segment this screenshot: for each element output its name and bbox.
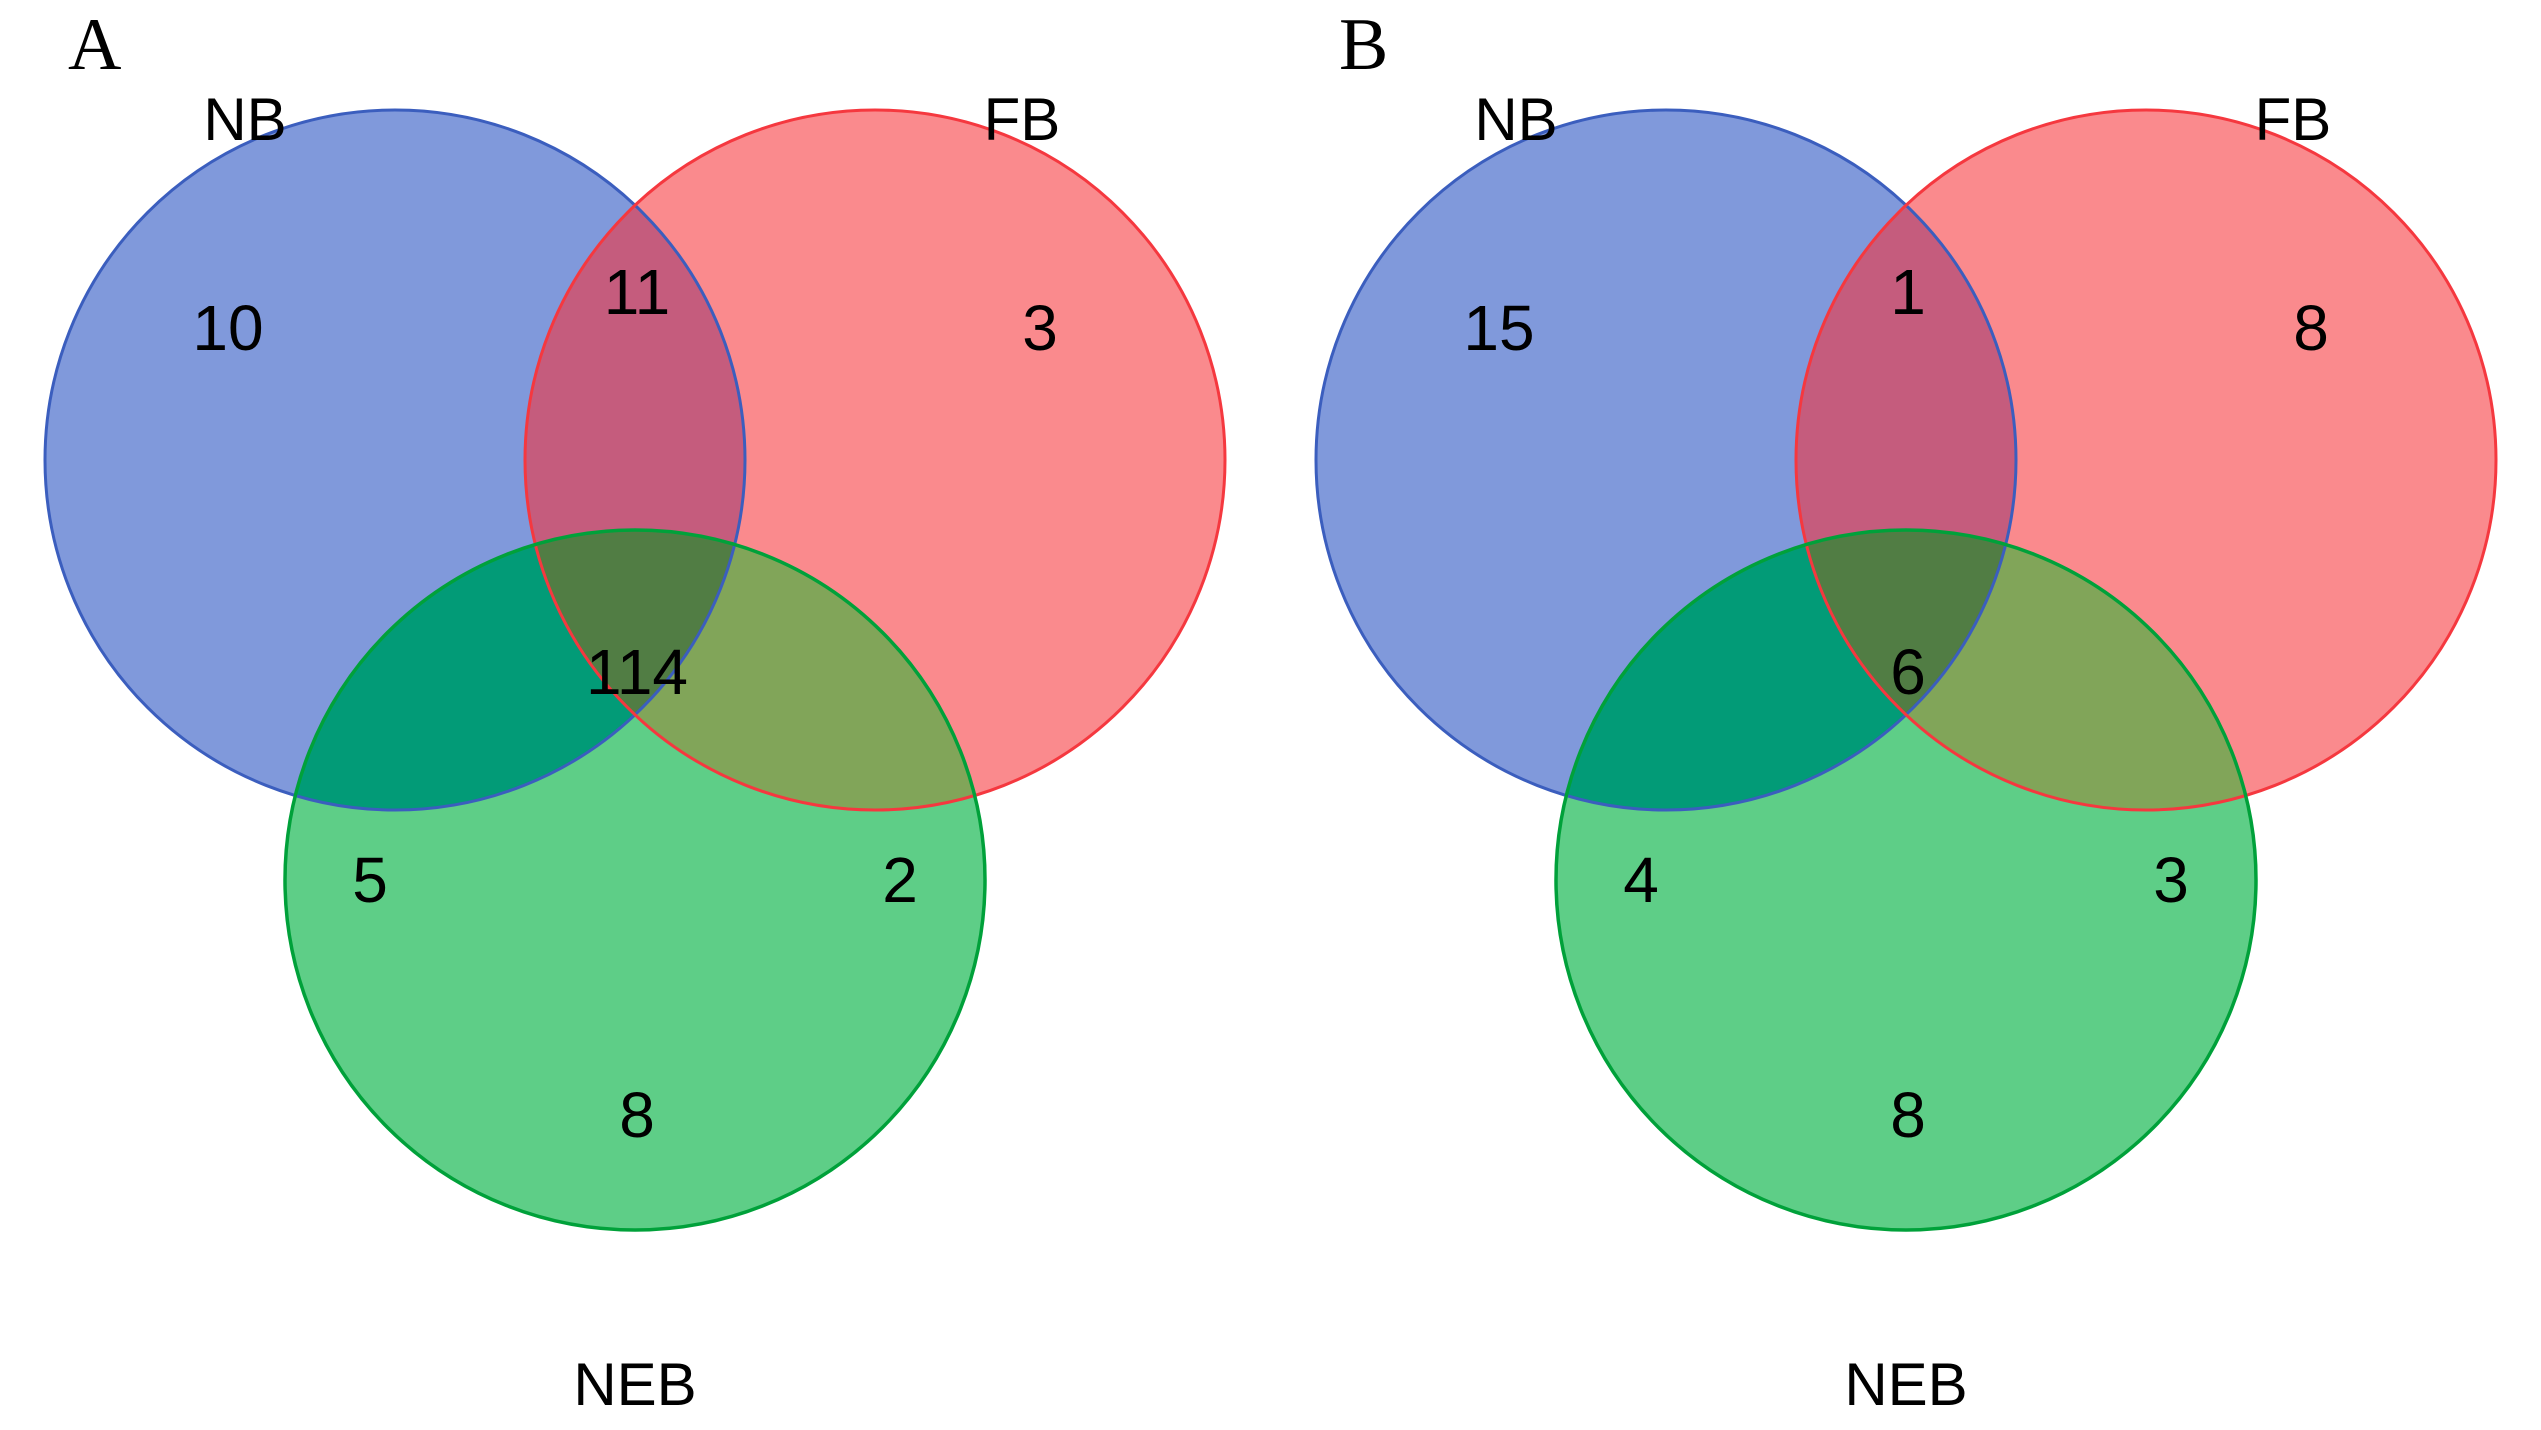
panel-letter-a: A	[68, 4, 122, 86]
count-fb-neb: 2	[882, 844, 918, 916]
count-nb-neb: 5	[352, 844, 388, 916]
set-label-fb: FB	[984, 86, 1061, 153]
count-neb-only: 8	[619, 1079, 655, 1151]
venn-diagram-b: NB FB NEB 15 8 1 6 4 3 8	[1314, 86, 2498, 1418]
set-outline-fb	[523, 108, 1227, 812]
count-nb-fb: 11	[604, 256, 670, 328]
count-neb-only: 8	[1890, 1079, 1926, 1151]
venn-panel-b: B	[1271, 0, 2541, 1430]
count-nb-only: 10	[192, 292, 263, 364]
set-label-nb: NB	[1474, 86, 1557, 153]
panel-letter-b: B	[1339, 4, 1389, 86]
set-outline-fb	[1794, 108, 2498, 812]
set-outline-nb	[1314, 108, 2018, 812]
count-fb-only: 3	[1022, 292, 1058, 364]
set-label-neb: NEB	[1844, 1351, 1967, 1418]
count-nb-neb: 4	[1623, 844, 1659, 916]
count-nb-fb: 1	[1890, 256, 1926, 328]
count-nb-fb-neb: 114	[586, 636, 688, 708]
venn-panel-a: A	[0, 0, 1270, 1430]
set-label-neb: NEB	[573, 1351, 696, 1418]
overlap-region-fb-neb	[525, 530, 985, 810]
set-outline-nb	[43, 108, 747, 812]
count-fb-only: 8	[2293, 292, 2329, 364]
overlap-region-nb-neb	[285, 530, 745, 810]
count-fb-neb: 3	[2153, 844, 2189, 916]
set-outline-neb	[1554, 528, 2258, 1232]
set-label-fb: FB	[2255, 86, 2332, 153]
count-nb-fb-neb: 6	[1890, 636, 1926, 708]
overlap-region-fb-neb	[1796, 530, 2256, 810]
count-nb-only: 15	[1463, 292, 1534, 364]
venn-diagram-a: NB FB NEB 10 3 11 114 5 2 8	[43, 86, 1227, 1418]
set-outline-neb	[283, 528, 987, 1232]
overlap-region-nb-neb	[1556, 530, 2016, 810]
set-label-nb: NB	[203, 86, 286, 153]
